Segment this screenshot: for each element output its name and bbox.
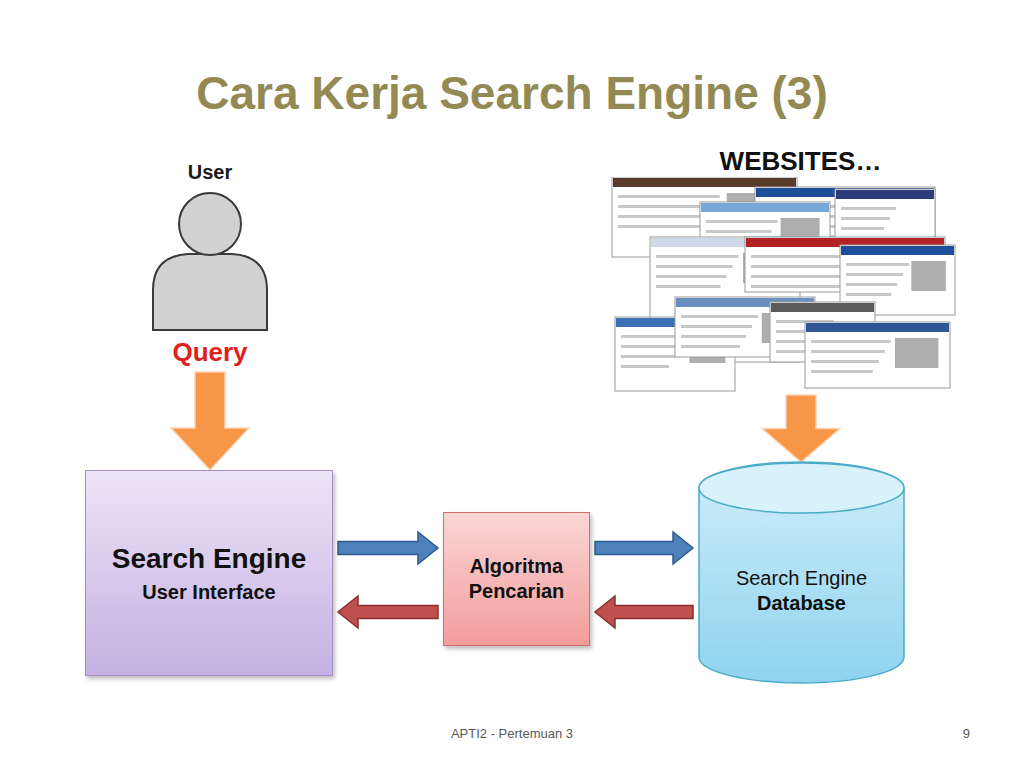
algorithm-box: Algoritma Pencarian bbox=[443, 512, 590, 646]
slide-title: Cara Kerja Search Engine (3) bbox=[0, 66, 1024, 120]
block-arrow bbox=[762, 395, 840, 462]
user-figure: UserQuery bbox=[140, 158, 280, 372]
person-icon bbox=[140, 190, 280, 332]
block-arrow bbox=[171, 372, 249, 470]
node-subtext: Database bbox=[757, 591, 846, 616]
block-arrow bbox=[595, 532, 693, 564]
block-arrow bbox=[595, 596, 693, 628]
node-subtext: Query bbox=[120, 336, 300, 369]
node-heading: WEBSITES… bbox=[605, 145, 960, 178]
interface-box: Search EngineUser Interface bbox=[85, 470, 333, 676]
websites-group: WEBSITES… bbox=[605, 145, 960, 395]
node-heading: Algoritma Pencarian bbox=[454, 554, 579, 604]
node-heading: Search Engine bbox=[736, 566, 867, 591]
website-screenshots bbox=[605, 177, 960, 395]
block-arrow bbox=[338, 596, 438, 628]
node-heading: User bbox=[120, 160, 300, 185]
node-heading: Search Engine bbox=[112, 541, 307, 576]
footer-text: APTI2 - Pertemuan 3 bbox=[400, 726, 624, 741]
block-arrow bbox=[338, 532, 438, 564]
database-cylinder: Search EngineDatabase bbox=[698, 462, 905, 684]
node-subtext: User Interface bbox=[142, 580, 275, 605]
page-number: 9 bbox=[900, 726, 970, 741]
